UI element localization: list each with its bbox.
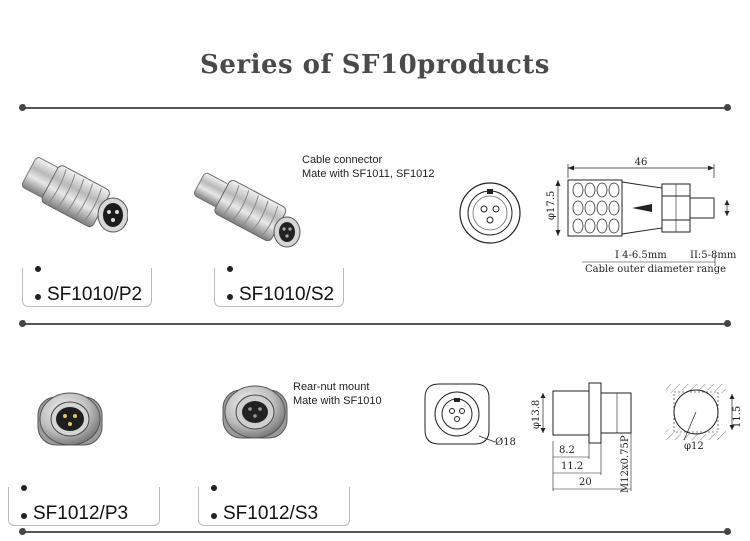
panel-cutout-drawing: φ12 11.5 bbox=[660, 384, 743, 452]
cable-range-1: I 4-6.5mm bbox=[615, 250, 667, 261]
dim-11-2: 11.2 bbox=[561, 461, 583, 472]
cutout-diameter: φ12 bbox=[684, 441, 704, 452]
note-type: Cable connector bbox=[302, 154, 383, 166]
product-code: SF1010/P2 bbox=[47, 284, 143, 305]
bullet-icon bbox=[21, 513, 27, 519]
product-label-sf1012-s3: SF1012/S3 bbox=[198, 485, 350, 526]
product-code: SF1010/S2 bbox=[239, 284, 335, 305]
length-dimension: 46 bbox=[635, 157, 648, 168]
cable-range-caption: Cable outer diameter range bbox=[585, 264, 726, 275]
page-title: Series of SF10products bbox=[200, 50, 550, 80]
sf1010-s2-connector-photo bbox=[193, 172, 301, 248]
product-note: Rear-nut mount Mate with SF1010 bbox=[293, 380, 382, 408]
product-code: SF1012/P3 bbox=[33, 503, 129, 524]
sf1012-p3-connector-photo bbox=[37, 392, 103, 446]
flange-dimension: Ø18 bbox=[495, 437, 516, 448]
cable-range-2: II:5-8mm bbox=[690, 250, 737, 261]
note-mating: Mate with SF1011, SF1012 bbox=[302, 168, 435, 180]
dim-8-2: 8.2 bbox=[559, 445, 575, 456]
product-label-sf1012-p3: SF1012/P3 bbox=[8, 485, 160, 526]
product-label-sf1010-s2: SF1010/S2 bbox=[214, 266, 344, 307]
sf1010-p2-connector-photo bbox=[21, 157, 128, 233]
note-type: Rear-nut mount bbox=[293, 381, 370, 393]
bullet-icon bbox=[227, 294, 233, 300]
side-view-drawing: 46 φ17.5 I 4-6.5mm II:5-8mm Cable outer … bbox=[546, 157, 737, 275]
sf1012-s3-connector-photo bbox=[222, 385, 288, 439]
product-note: Cable connector Mate with SF1011, SF1012 bbox=[302, 153, 434, 181]
bullet-icon bbox=[211, 485, 217, 491]
product-code: SF1012/S3 bbox=[223, 503, 319, 524]
bullet-icon bbox=[35, 266, 41, 272]
product-label-sf1010-p2: SF1010/P2 bbox=[22, 266, 152, 307]
dim-20: 20 bbox=[579, 477, 592, 488]
section-divider-middle bbox=[19, 320, 731, 327]
bullet-icon bbox=[21, 485, 27, 491]
diameter-dimension: φ17.5 bbox=[546, 191, 557, 220]
bullet-icon bbox=[35, 294, 41, 300]
body-diameter-dimension: φ13.8 bbox=[531, 400, 542, 429]
section-divider-bottom bbox=[19, 528, 731, 535]
note-mating: Mate with SF1010 bbox=[293, 395, 382, 407]
thread-dimension: M12x0.75P bbox=[620, 435, 631, 493]
front-flange-drawing: Ø18 bbox=[424, 383, 516, 448]
section-divider-top bbox=[19, 104, 731, 111]
bullet-icon bbox=[211, 513, 217, 519]
side-section-drawing: φ13.8 8.2 11.2 20 M12x0.75P bbox=[531, 382, 632, 493]
cutout-flat-dimension: 11.5 bbox=[732, 406, 743, 428]
bullet-icon bbox=[227, 266, 233, 272]
front-view-drawing bbox=[459, 182, 521, 244]
